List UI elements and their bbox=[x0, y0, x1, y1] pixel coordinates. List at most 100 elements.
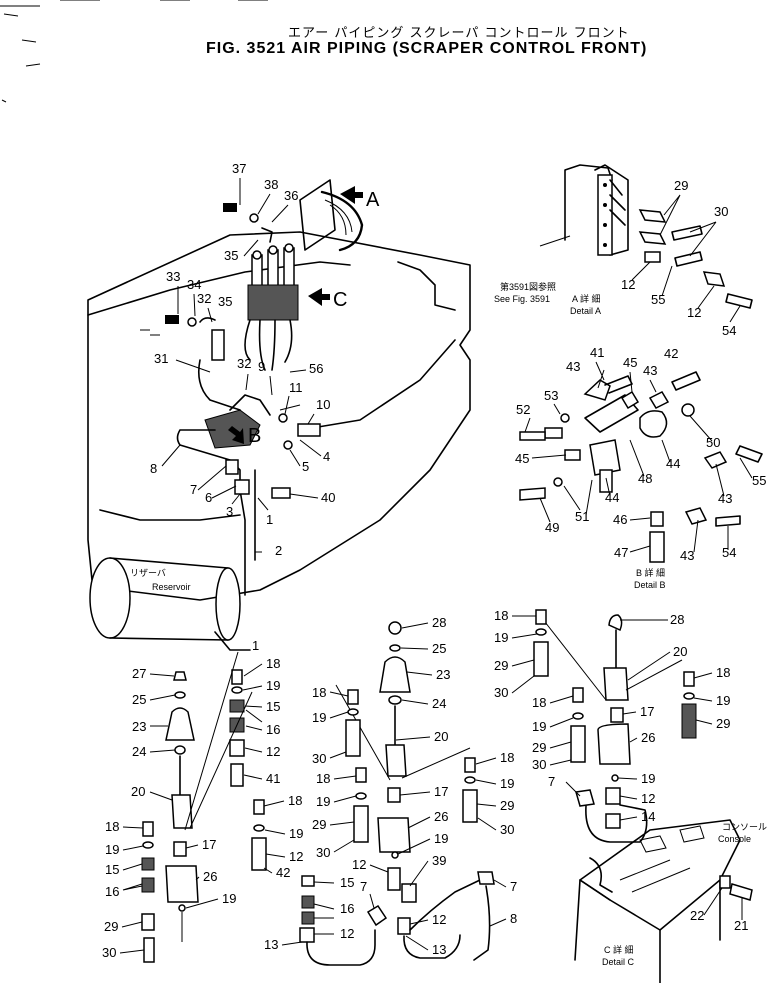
view-a-label: A bbox=[366, 189, 380, 211]
callout-9: 9 bbox=[258, 359, 265, 374]
callout-42: 42 bbox=[664, 346, 678, 361]
callout-23b: 23 bbox=[436, 667, 450, 682]
callout-24b: 24 bbox=[432, 696, 446, 711]
callout-12: 12 bbox=[621, 277, 635, 292]
callout-3: 3 bbox=[226, 504, 233, 519]
callout-20: 20 bbox=[131, 784, 145, 799]
callout-35b: 35 bbox=[218, 294, 232, 309]
callout-17d: 17 bbox=[640, 704, 654, 719]
see-fig-jp: 第3591図参照 bbox=[500, 281, 556, 292]
callout-39: 39 bbox=[432, 853, 446, 868]
callout-8b: 8 bbox=[510, 911, 517, 926]
callout-12b: 12 bbox=[687, 305, 701, 320]
callout-54b: 54 bbox=[722, 545, 736, 560]
callout-18e: 18 bbox=[316, 771, 330, 786]
detail-c-label: Detail C bbox=[602, 957, 635, 967]
callout-54: 54 bbox=[722, 323, 736, 338]
callout-13: 13 bbox=[264, 937, 278, 952]
callout-42c: 42 bbox=[276, 865, 290, 880]
reservoir-label: Reservoir bbox=[152, 582, 191, 592]
callout-19l: 19 bbox=[641, 771, 655, 786]
callout-10: 10 bbox=[316, 397, 330, 412]
view-arrow-c: C bbox=[308, 288, 347, 311]
callout-7: 7 bbox=[190, 482, 197, 497]
callout-1b: 1 bbox=[252, 638, 259, 653]
callout-30c: 30 bbox=[102, 945, 116, 960]
callout-16b: 16 bbox=[340, 901, 354, 916]
figure-title: FIG. 3521 AIR PIPING (SCRAPER CONTROL FR… bbox=[206, 40, 648, 57]
callout-45b: 45 bbox=[515, 451, 529, 466]
callout-29: 29 bbox=[674, 178, 688, 193]
scan-noise bbox=[0, 0, 268, 103]
callout-21: 21 bbox=[734, 918, 748, 933]
callout-14: 14 bbox=[641, 809, 655, 824]
callout-11: 11 bbox=[289, 380, 303, 395]
callout-34: 34 bbox=[187, 277, 201, 292]
callout-41c: 41 bbox=[266, 771, 280, 786]
callout-48: 48 bbox=[638, 471, 652, 486]
callout-32: 32 bbox=[197, 291, 211, 306]
see-fig: See Fig. 3591 bbox=[494, 294, 550, 304]
callout-4: 4 bbox=[323, 449, 330, 464]
callout-7d: 7 bbox=[548, 774, 555, 789]
callout-18h: 18 bbox=[716, 665, 730, 680]
callout-43b: 43 bbox=[643, 363, 657, 378]
detail-b-label-jp: B 詳 細 bbox=[636, 567, 665, 578]
callout-16: 16 bbox=[266, 722, 280, 737]
callout-40: 40 bbox=[321, 490, 335, 505]
detail-c-label-jp: C 詳 細 bbox=[604, 944, 634, 955]
callout-8: 8 bbox=[150, 461, 157, 476]
detail-b-label: Detail B bbox=[634, 580, 666, 590]
callout-26d: 26 bbox=[641, 730, 655, 745]
console-label-jp: コンソール bbox=[722, 822, 767, 832]
callout-29c: 29 bbox=[104, 919, 118, 934]
callout-28: 28 bbox=[432, 615, 446, 630]
callout-26b: 26 bbox=[434, 809, 448, 824]
callout-7b: 7 bbox=[360, 879, 367, 894]
callout-19e: 19 bbox=[222, 891, 236, 906]
callout-19c: 19 bbox=[105, 842, 119, 857]
callout-18: 18 bbox=[266, 656, 280, 671]
callout-29e: 29 bbox=[494, 658, 508, 673]
detail-a-label-jp: A 詳 細 bbox=[572, 293, 601, 304]
leader-lines-main bbox=[161, 178, 322, 553]
callout-51: 51 bbox=[575, 509, 589, 524]
callout-15c: 15 bbox=[105, 862, 119, 877]
callout-5: 5 bbox=[302, 459, 309, 474]
callout-19g: 19 bbox=[500, 776, 514, 791]
callout-49: 49 bbox=[545, 520, 559, 535]
callout-25: 25 bbox=[132, 692, 146, 707]
detail-b-valve-block bbox=[519, 371, 763, 563]
control-bracket-and-levers bbox=[244, 179, 364, 371]
callout-55b: 55 bbox=[752, 473, 766, 488]
view-arrow-b: B bbox=[228, 425, 261, 447]
callout-41: 41 bbox=[590, 345, 604, 360]
callout-18g: 18 bbox=[494, 608, 508, 623]
callout-19k: 19 bbox=[532, 719, 546, 734]
callout-6: 6 bbox=[205, 490, 212, 505]
callout-52: 52 bbox=[516, 402, 530, 417]
callout-20c: 20 bbox=[673, 644, 687, 659]
callout-46: 46 bbox=[613, 512, 627, 527]
callout-18f: 18 bbox=[500, 750, 514, 765]
callout-30f: 30 bbox=[494, 685, 508, 700]
callout-15: 15 bbox=[266, 699, 280, 714]
lower-middle-valve bbox=[299, 621, 495, 966]
lower-left-valve bbox=[141, 651, 267, 963]
callout-15b: 15 bbox=[340, 875, 354, 890]
callout-47: 47 bbox=[614, 545, 628, 560]
callout-16c: 16 bbox=[105, 884, 119, 899]
callout-24: 24 bbox=[132, 744, 146, 759]
callout-30b: 30 bbox=[312, 751, 326, 766]
callout-29d: 29 bbox=[500, 798, 514, 813]
callout-19i: 19 bbox=[494, 630, 508, 645]
console-outline bbox=[574, 819, 753, 983]
callout-30d: 30 bbox=[500, 822, 514, 837]
callout-29g: 29 bbox=[532, 740, 546, 755]
callout-35: 35 bbox=[224, 248, 238, 263]
callout-38: 38 bbox=[264, 177, 278, 192]
callout-36: 36 bbox=[284, 188, 298, 203]
callout-20b: 20 bbox=[434, 729, 448, 744]
callout-12c: 12 bbox=[266, 744, 280, 759]
